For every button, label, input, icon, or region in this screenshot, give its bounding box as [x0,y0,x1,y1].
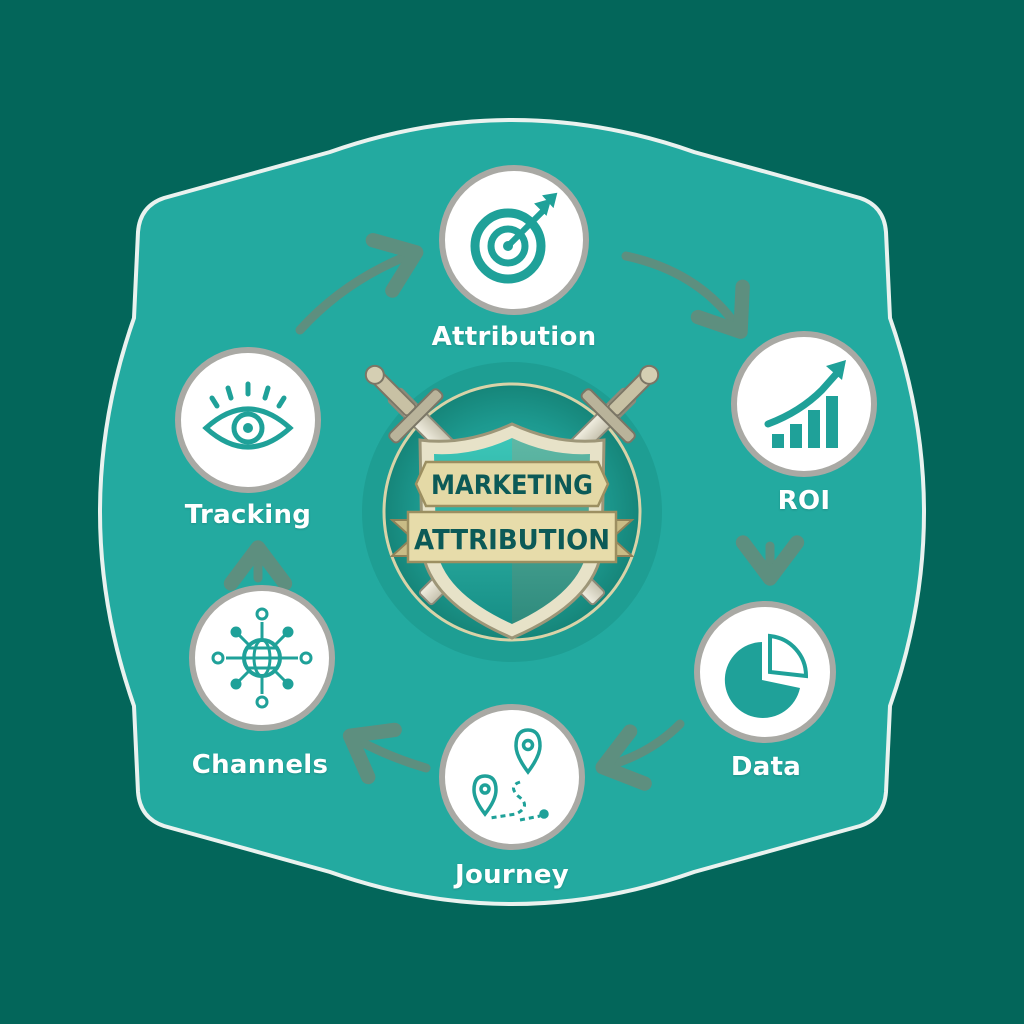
cycle-arrows [223,233,805,791]
pie-chart-icon [724,633,809,718]
map-route-icon [472,728,549,822]
node-channels[interactable] [189,585,335,731]
label-journey: Journey [454,860,570,890]
growth-chart-icon [764,360,846,448]
center-badge: MARKETING ATTRIBUTION [362,362,662,662]
badge-title-line2: ATTRIBUTION [414,523,610,556]
badge-ribbon-top [414,460,610,508]
label-data: Data [730,752,802,782]
network-globe-icon [211,607,313,709]
node-journey[interactable] [439,704,585,850]
node-roi[interactable] [731,331,877,477]
label-roi: ROI [777,486,831,516]
label-attribution: Attribution [431,322,597,352]
label-tracking: Tracking [184,500,312,530]
node-attribution[interactable] [439,165,589,315]
arrow-journey-to-channels [342,722,431,785]
arrow-attribution-to-roi [621,251,750,339]
node-data[interactable] [694,601,836,743]
arrow-tracking-to-attribution [295,233,424,335]
target-icon [470,192,558,284]
arrow-data-to-journey [595,719,685,791]
badge-ribbon-bottom [389,510,635,564]
eye-icon [202,381,294,450]
badge-title-line1: MARKETING [431,470,593,501]
node-tracking[interactable] [175,347,321,493]
label-channels: Channels [191,750,329,780]
